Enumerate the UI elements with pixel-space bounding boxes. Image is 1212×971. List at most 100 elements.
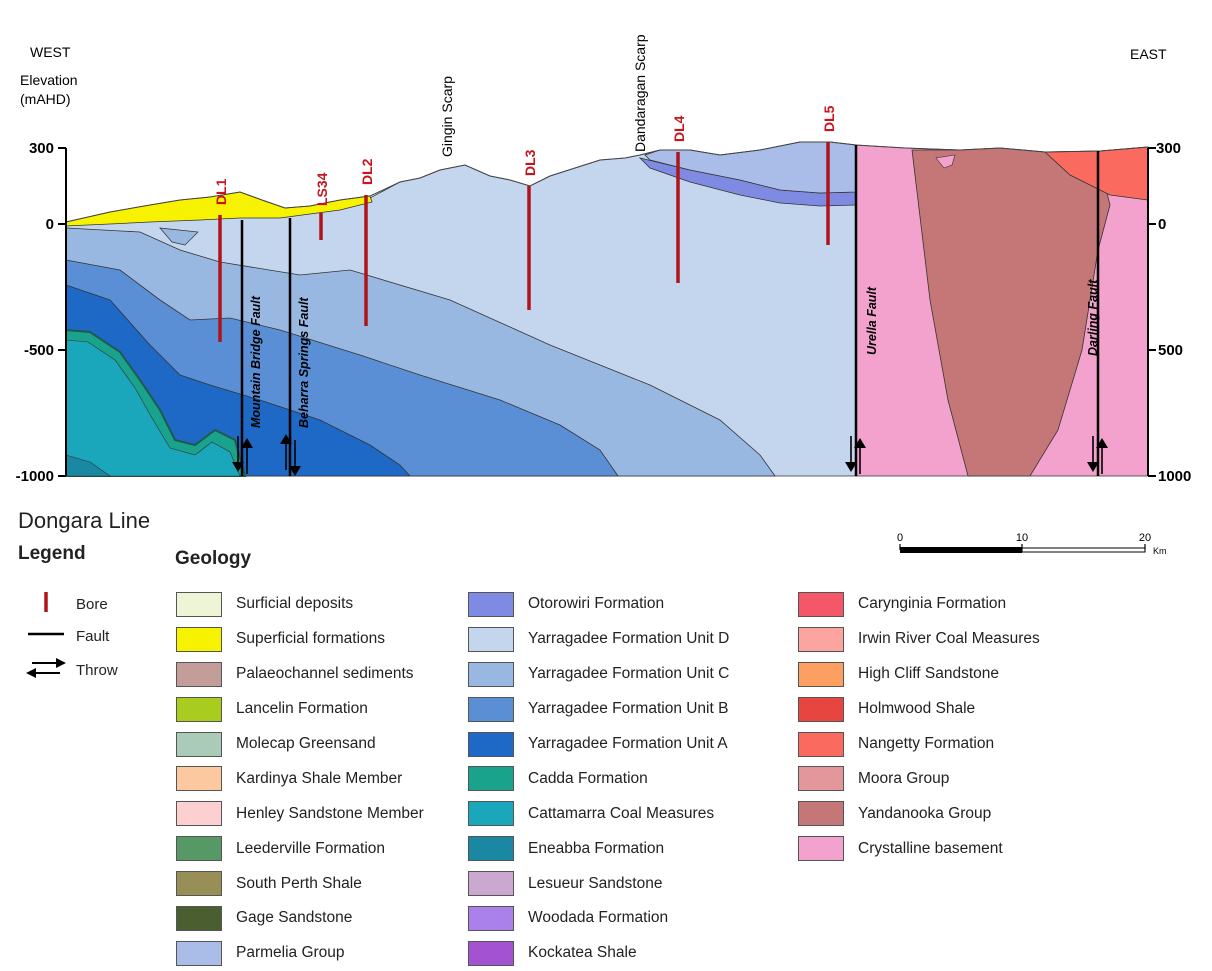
color-swatch bbox=[468, 836, 514, 862]
geology-item: Kockatea Shale bbox=[468, 936, 729, 971]
east-label: EAST bbox=[1130, 46, 1167, 62]
geology-item: Cattamarra Coal Measures bbox=[468, 796, 729, 831]
right-tick-0: 0 bbox=[1158, 216, 1166, 233]
geology-label: Kardinya Shale Member bbox=[236, 769, 403, 787]
geology-label: Irwin River Coal Measures bbox=[858, 630, 1040, 648]
fault-darling: Darling Fault bbox=[1086, 151, 1108, 476]
fault-mountain-bridge: Mountain Bridge Fault bbox=[232, 220, 263, 476]
color-swatch bbox=[468, 871, 514, 897]
geology-label: Yarragadee Formation Unit A bbox=[528, 735, 728, 752]
geology-label: Leederville Formation bbox=[236, 839, 386, 857]
geology-label: Crystalline basement bbox=[858, 839, 1003, 857]
throw-icon bbox=[845, 436, 866, 474]
color-swatch bbox=[176, 940, 222, 966]
legend-item-throw: Throw bbox=[26, 655, 118, 685]
geology-label: Henley Sandstone Member bbox=[236, 804, 424, 822]
geology-column-3: Carynginia Formation Irwin River Coal Me… bbox=[798, 587, 1040, 866]
bore-label-dl5: DL5 bbox=[821, 105, 837, 132]
section-title: Dongara Line bbox=[18, 508, 151, 533]
fault-label-beharra-springs: Beharra Springs Fault bbox=[297, 297, 311, 428]
geology-item: Woodada Formation bbox=[468, 901, 729, 936]
cross-section: 300 0 -500 -1000 300 0 500 1000 WEST EAS… bbox=[16, 34, 1192, 485]
color-swatch bbox=[176, 871, 222, 897]
geology-label: Moora Group bbox=[858, 769, 950, 787]
bore-label-dl1: DL1 bbox=[213, 178, 229, 205]
geology-label: Otorowiri Formation bbox=[528, 595, 665, 613]
bore-dl4: DL4 bbox=[671, 115, 687, 283]
bore-dl3: DL3 bbox=[522, 149, 538, 310]
geology-item: Yarragadee Formation Unit A bbox=[468, 727, 729, 762]
scale-tick-20: 20 bbox=[1139, 532, 1151, 544]
throw-icon bbox=[26, 655, 66, 685]
geology-item: Crystalline basement bbox=[798, 831, 1040, 866]
geology-item: Cadda Formation bbox=[468, 761, 729, 796]
color-swatch bbox=[176, 626, 222, 652]
throw-icon bbox=[280, 434, 301, 476]
scale-unit: Km bbox=[1153, 546, 1167, 556]
geology-label: Kockatea Shale bbox=[528, 944, 637, 962]
scarp-label-gingin: Gingin Scarp bbox=[439, 76, 455, 157]
legend-label-bore: Bore bbox=[76, 595, 108, 613]
color-swatch bbox=[798, 661, 844, 687]
geology-label: Yandanooka Group bbox=[858, 804, 992, 822]
geology-item: Gage Sandstone bbox=[176, 901, 424, 936]
geology-label: Nangetty Formation bbox=[858, 735, 995, 752]
geology-item: Eneabba Formation bbox=[468, 831, 729, 866]
geology-item: High Cliff Sandstone bbox=[798, 657, 1040, 692]
color-swatch bbox=[176, 661, 222, 687]
geology-label: Carynginia Formation bbox=[858, 595, 1007, 613]
geology-item: Moora Group bbox=[798, 761, 1040, 796]
geology-label: Yarragadee Formation Unit D bbox=[528, 630, 730, 648]
fault-label-mountain-bridge: Mountain Bridge Fault bbox=[249, 295, 263, 428]
geology-label: High Cliff Sandstone bbox=[858, 665, 1000, 683]
color-swatch bbox=[176, 591, 222, 617]
color-swatch bbox=[468, 591, 514, 617]
geology-label: Eneabba Formation bbox=[528, 839, 665, 857]
geology-item: Nangetty Formation bbox=[798, 727, 1040, 762]
legend-item-bore: Bore bbox=[26, 590, 108, 618]
bore-label-dl3: DL3 bbox=[522, 149, 538, 176]
color-swatch bbox=[176, 836, 222, 862]
geology-column-1: Surficial deposits Superficial formation… bbox=[176, 587, 424, 971]
color-swatch bbox=[468, 661, 514, 687]
elevation-label: Elevation bbox=[20, 72, 78, 88]
geology-item: South Perth Shale bbox=[176, 866, 424, 901]
geology-label: South Perth Shale bbox=[236, 874, 362, 892]
color-swatch bbox=[468, 731, 514, 757]
left-tick-300: 300 bbox=[29, 140, 54, 157]
right-tick-500: 500 bbox=[1158, 342, 1183, 359]
bore-label-dl2: DL2 bbox=[359, 158, 375, 185]
legend-label-throw: Throw bbox=[76, 661, 118, 679]
color-swatch bbox=[176, 905, 222, 931]
geology-label: Cattamarra Coal Measures bbox=[528, 804, 715, 822]
color-swatch bbox=[798, 836, 844, 862]
cattamarra-coal-measures bbox=[65, 339, 241, 477]
color-swatch bbox=[176, 766, 222, 792]
geology-item: Yarragadee Formation Unit B bbox=[468, 692, 729, 727]
color-swatch bbox=[798, 626, 844, 652]
color-swatch bbox=[798, 696, 844, 722]
bore-dl1: DL1 bbox=[213, 178, 229, 342]
color-swatch bbox=[798, 731, 844, 757]
geology-item: Yarragadee Formation Unit C bbox=[468, 657, 729, 692]
elevation-unit-label: (mAHD) bbox=[20, 91, 71, 107]
scale-tick-10: 10 bbox=[1016, 532, 1028, 544]
color-swatch bbox=[798, 766, 844, 792]
color-swatch bbox=[468, 801, 514, 827]
geology-title: Geology bbox=[175, 548, 252, 569]
color-swatch bbox=[468, 696, 514, 722]
geology-label: Palaeochannel sediments bbox=[236, 665, 414, 683]
geology-item: Carynginia Formation bbox=[798, 587, 1040, 622]
geology-label: Gage Sandstone bbox=[236, 909, 353, 927]
color-swatch bbox=[176, 801, 222, 827]
color-swatch bbox=[798, 801, 844, 827]
geology-item: Parmelia Group bbox=[176, 936, 424, 971]
right-axis bbox=[1147, 147, 1156, 477]
bore-dl2: DL2 bbox=[359, 158, 375, 326]
color-swatch bbox=[798, 591, 844, 617]
bore-dl5: DL5 bbox=[821, 105, 837, 245]
scale-tick-0: 0 bbox=[897, 532, 903, 544]
geology-label: Lesueur Sandstone bbox=[528, 874, 663, 892]
geology-label: Woodada Formation bbox=[528, 909, 669, 927]
geology-item: Kardinya Shale Member bbox=[176, 761, 424, 796]
